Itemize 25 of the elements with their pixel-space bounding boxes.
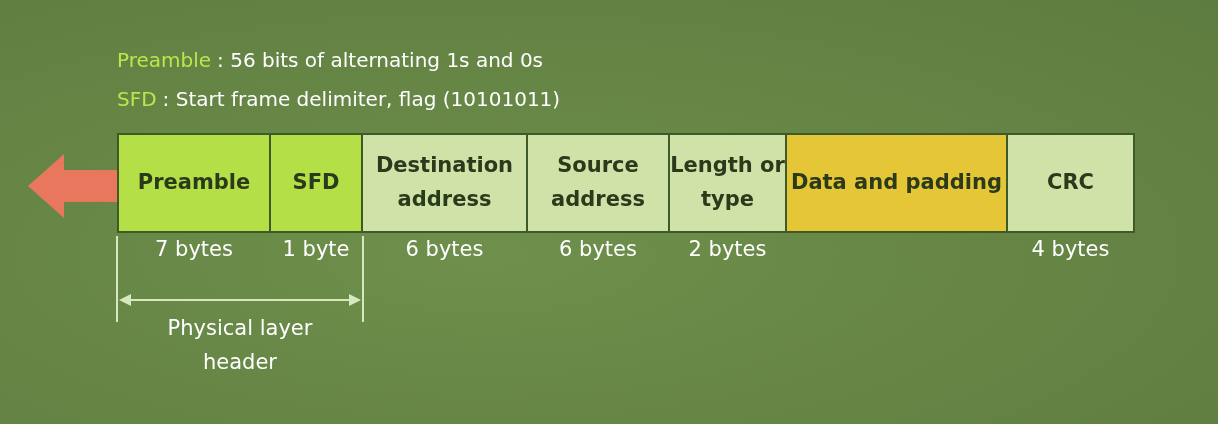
field-name: Preamble (137, 169, 251, 197)
field-box (1006, 133, 1135, 233)
field-box (269, 133, 363, 233)
byte-size: 4 bytes (1031, 237, 1110, 261)
field-name: Source address (550, 152, 646, 213)
byte-size: 1 byte (282, 237, 350, 261)
field-box (785, 133, 1008, 233)
field-name: Destination address (374, 152, 515, 213)
dimension-label: Physical layer header (166, 315, 314, 376)
definition-text: : 56 bits of alternating 1s and 0s (217, 48, 544, 72)
byte-size: 6 bytes (559, 237, 637, 261)
field-name: SFD (292, 169, 340, 197)
field-name: Length or type (670, 152, 785, 213)
byte-size: 6 bytes (405, 237, 484, 261)
term: SFD (117, 87, 157, 111)
field-box (668, 133, 787, 233)
byte-size: 2 bytes (688, 237, 767, 261)
field-name: CRC (1047, 169, 1094, 197)
field-box (361, 133, 528, 233)
definition-text: : Start frame delimiter, flag (10101011) (162, 87, 561, 111)
field-box (117, 133, 271, 233)
byte-size: 7 bytes (155, 237, 233, 261)
field-box (526, 133, 670, 233)
term: Preamble (117, 48, 212, 72)
field-name: Data and padding (790, 169, 1002, 197)
